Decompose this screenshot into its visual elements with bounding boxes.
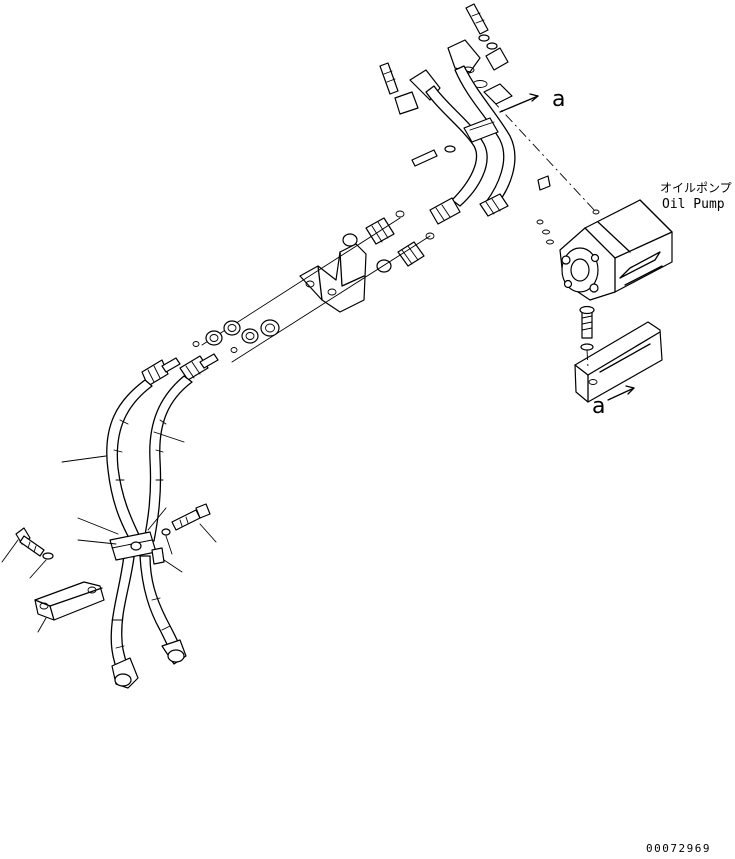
callout-leader-9 xyxy=(163,559,183,573)
callout-leader-7 xyxy=(37,617,47,633)
hose-fitting-2 xyxy=(479,193,509,217)
suction-hose-upper xyxy=(425,85,488,207)
bolt-top-1 xyxy=(465,3,489,35)
pump-bracket-bolt xyxy=(579,305,595,351)
callout-leader-5 xyxy=(1,539,19,563)
long-hose-1 xyxy=(106,379,153,541)
nut-1 xyxy=(205,330,223,346)
pump-bracket xyxy=(574,321,663,403)
nut-2 xyxy=(241,328,259,344)
hose-fitting-1 xyxy=(429,197,461,225)
bulkhead-bracket xyxy=(299,243,367,313)
callout-leader-6 xyxy=(29,559,47,579)
clamp-bolt-upper xyxy=(411,149,438,167)
adapter-2 xyxy=(397,241,425,267)
callout-leader-2 xyxy=(153,431,185,443)
hose-clamp-upper xyxy=(463,117,499,143)
oil-pump xyxy=(559,199,673,301)
callout-leader-3 xyxy=(77,517,119,535)
drawing-code: 00072969 xyxy=(646,842,711,855)
callout-leader-8 xyxy=(147,507,167,531)
long-hose-2 xyxy=(143,375,193,542)
clamp-bolt-lower xyxy=(171,503,211,531)
callout-leader-4 xyxy=(77,539,117,545)
elbow-fitting-upper xyxy=(447,39,481,73)
view-a-label-top: a xyxy=(552,87,565,112)
hose-bracket-left xyxy=(34,581,105,621)
bolt-top-2 xyxy=(379,62,399,95)
callout-leader-11 xyxy=(199,523,217,543)
pump-flange xyxy=(483,83,513,105)
view-a-label-bottom: a xyxy=(592,394,605,419)
oil-pump-label-jp: オイルポンプ xyxy=(660,181,732,195)
bracket-bolt-left xyxy=(15,527,45,557)
oil-pump-label-en: Oil Pump xyxy=(662,197,725,212)
callout-leader-1 xyxy=(61,455,107,463)
callout-leader-10 xyxy=(165,535,173,555)
